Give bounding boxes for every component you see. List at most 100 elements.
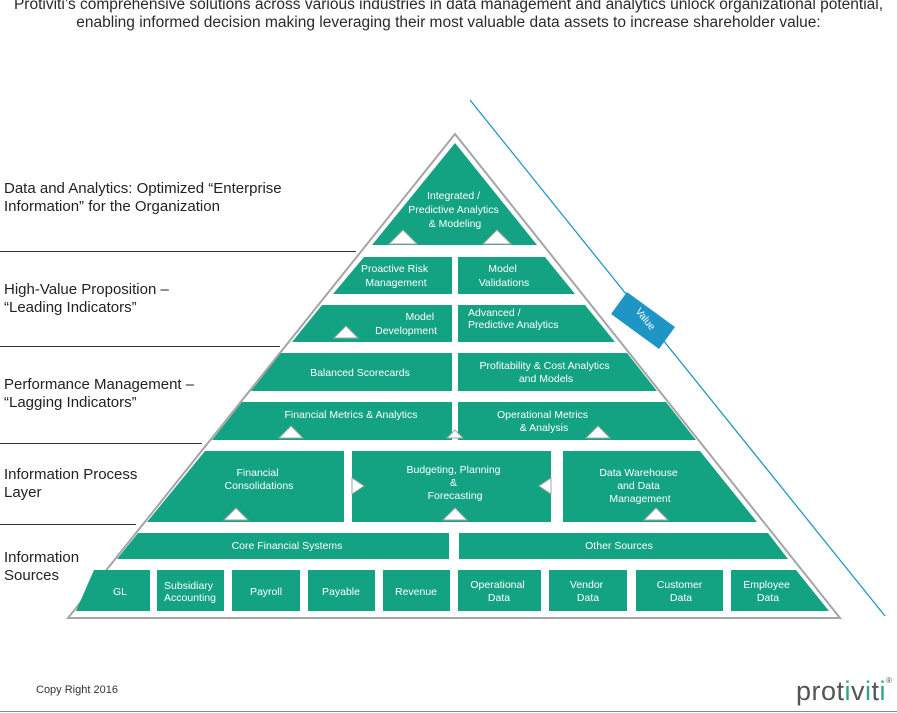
logo-part: v bbox=[851, 676, 866, 706]
block-employee-data bbox=[731, 570, 829, 611]
layer-label-data-analytics: Data and Analytics: Optimized “Enterpris… bbox=[4, 180, 282, 216]
layer-label-line1: Performance Management – bbox=[4, 376, 195, 393]
block-proactive-risk-label: Proactive Risk Management bbox=[361, 263, 431, 289]
up-arrow-icon bbox=[441, 507, 469, 521]
block-financial-consolidations bbox=[147, 451, 344, 522]
text-line: Subsidiary bbox=[164, 580, 214, 592]
layer-label-line1: Information Process bbox=[4, 466, 138, 483]
block-data-warehouse bbox=[563, 451, 757, 522]
footer-divider bbox=[0, 711, 897, 712]
block-core-financial bbox=[117, 533, 449, 559]
block-budgeting bbox=[352, 451, 551, 522]
connector-arrows bbox=[222, 229, 670, 521]
block-apex bbox=[372, 143, 537, 245]
layer-label-line1: Data and Analytics: Optimized “Enterpris… bbox=[4, 180, 282, 197]
up-arrow-icon bbox=[642, 507, 670, 521]
block-balanced-scorecards-label: Balanced Scorecards bbox=[310, 367, 410, 379]
block-payroll-label: Payroll bbox=[250, 586, 282, 598]
block-revenue bbox=[383, 570, 450, 611]
block-model-validations-label: Model Validations bbox=[479, 263, 530, 289]
up-arrow-icon bbox=[445, 429, 465, 439]
block-subsidiary-accounting bbox=[157, 570, 224, 611]
layer-label-line2: “Leading Indicators” bbox=[4, 299, 137, 316]
text-line: and Data bbox=[617, 480, 660, 492]
text-line: Consolidations bbox=[225, 480, 294, 492]
value-tag bbox=[611, 292, 675, 349]
logo-registered-mark: ® bbox=[886, 676, 893, 685]
text-line: Development bbox=[375, 325, 437, 337]
block-advanced-predictive-label: Advanced / Predictive Analytics bbox=[468, 307, 558, 331]
text-line: Data bbox=[670, 592, 692, 604]
block-operational-data-label: Operational Data bbox=[470, 579, 527, 604]
text-line: Data bbox=[757, 592, 779, 604]
logo-part: t bbox=[871, 676, 880, 706]
text-line: and Models bbox=[519, 373, 573, 385]
text-line: Operational bbox=[470, 579, 524, 591]
text-line: Data bbox=[488, 592, 510, 604]
block-financial-metrics bbox=[212, 402, 452, 440]
layer-label-line1: Information bbox=[4, 549, 80, 566]
logo-part: i bbox=[844, 676, 852, 706]
up-arrow-icon bbox=[222, 507, 250, 521]
text-line: Predictive Analytics bbox=[408, 204, 498, 216]
up-arrow-icon bbox=[277, 425, 305, 439]
layer-label-line2: Information” for the Organization bbox=[4, 198, 220, 215]
value-line bbox=[469, 99, 886, 617]
layer-label-sources: Information Sources bbox=[4, 549, 79, 585]
block-revenue-label: Revenue bbox=[395, 586, 437, 598]
block-vendor-data bbox=[549, 570, 627, 611]
block-operational-data bbox=[458, 570, 541, 611]
text-line: Forecasting bbox=[428, 490, 483, 502]
layer-label-line2: Sources bbox=[4, 567, 60, 584]
up-arrow-icon bbox=[481, 229, 513, 245]
block-operational-metrics bbox=[458, 402, 696, 440]
text-line: Model bbox=[405, 311, 434, 323]
text-line: Management bbox=[609, 493, 670, 505]
block-financial-consolidations-label: Financial Consolidations bbox=[225, 467, 294, 492]
block-other-sources bbox=[459, 533, 788, 559]
block-gl bbox=[76, 570, 150, 611]
block-operational-metrics-label: Operational Metrics & Analysis bbox=[497, 409, 591, 434]
layer-separator bbox=[0, 346, 280, 347]
block-balanced-scorecards bbox=[251, 353, 452, 391]
text-line: Validations bbox=[479, 277, 530, 289]
layer-label-line2: Layer bbox=[4, 484, 42, 501]
intro-text: Protiviti’s comprehensive solutions acro… bbox=[13, 0, 884, 31]
text-line: Financial bbox=[237, 467, 279, 479]
text-line: & bbox=[450, 477, 457, 489]
block-data-warehouse-label: Data Warehouse and Data Management bbox=[599, 467, 680, 505]
text-line: & Analysis bbox=[520, 422, 568, 434]
text-line: Integrated / bbox=[427, 190, 480, 202]
block-model-development-label: Model Development bbox=[375, 311, 437, 337]
block-budgeting-label: Budgeting, Planning & Forecasting bbox=[407, 464, 504, 502]
block-customer-data-label: Customer Data bbox=[657, 579, 705, 604]
logo-part: prot bbox=[796, 676, 845, 706]
block-vendor-data-label: Vendor Data bbox=[570, 579, 606, 604]
layer-separator bbox=[0, 524, 136, 525]
text-line: Data bbox=[577, 592, 599, 604]
text-line: Customer bbox=[657, 579, 703, 591]
right-arrow-icon bbox=[351, 477, 365, 495]
block-payroll bbox=[232, 570, 300, 611]
block-profitability-label: Profitability & Cost Analytics and Model… bbox=[479, 360, 612, 385]
up-arrow-icon bbox=[584, 425, 612, 439]
left-arrow-icon bbox=[538, 477, 552, 495]
layer-separator bbox=[0, 251, 356, 252]
up-arrow-icon bbox=[332, 325, 360, 339]
layer-label-high-value: High-Value Proposition – “Leading Indica… bbox=[4, 281, 169, 317]
layer-label-process: Information Process Layer bbox=[4, 466, 137, 502]
text-line: Budgeting, Planning bbox=[407, 464, 501, 476]
text-line: Data Warehouse bbox=[599, 467, 678, 479]
layer-separator bbox=[0, 443, 202, 444]
text-line: Accounting bbox=[164, 592, 216, 604]
layer-label-performance: Performance Management – “Lagging Indica… bbox=[4, 376, 194, 412]
logo-part: i bbox=[865, 676, 872, 706]
text-line: Profitability & Cost Analytics bbox=[479, 360, 609, 372]
text-line: Operational Metrics bbox=[497, 409, 588, 421]
block-payable-label: Payable bbox=[322, 586, 360, 598]
block-apex-label: Integrated / Predictive Analytics & Mode… bbox=[408, 190, 501, 230]
block-core-financial-label: Core Financial Systems bbox=[232, 540, 343, 552]
text-line: Vendor bbox=[570, 579, 604, 591]
copyright-text: Copy Right 2016 bbox=[36, 684, 118, 696]
